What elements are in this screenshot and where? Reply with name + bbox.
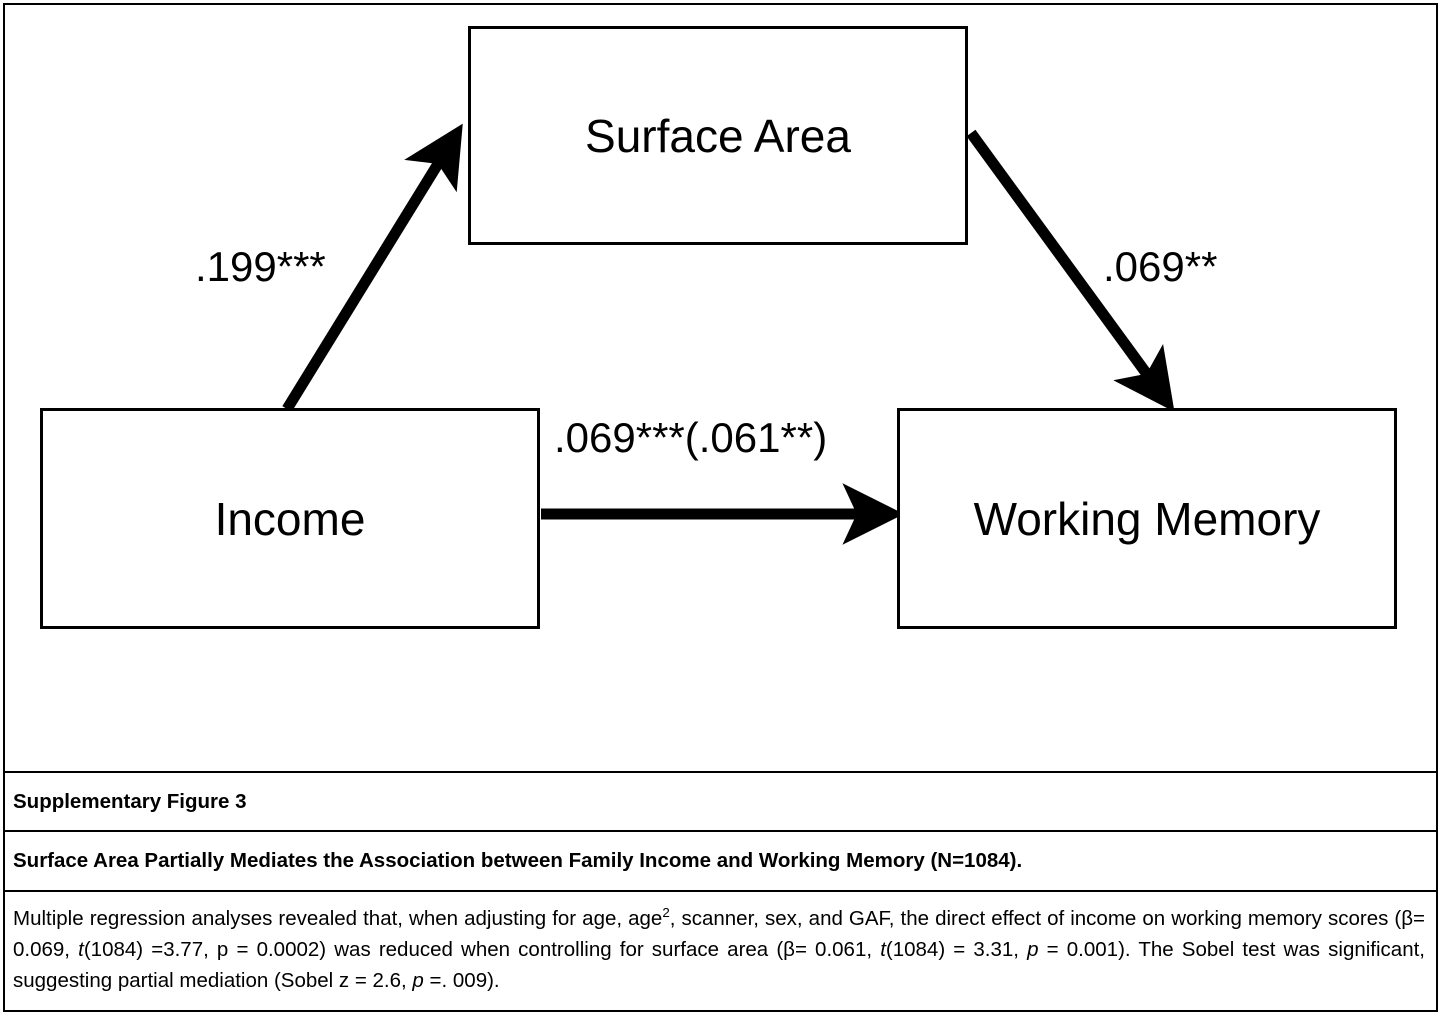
path-coefficient-income-to-surface-area: .199*** — [195, 243, 326, 290]
arrow-surface-area-to-working-memory — [966, 129, 1175, 412]
body-italic-p-1: p — [1027, 938, 1039, 961]
node-working-memory: Working Memory — [897, 408, 1397, 629]
body-superscript-2: 2 — [662, 905, 670, 921]
body-segment-2: , scanner, sex, and GAF, the direct effe… — [13, 907, 1426, 961]
figure-page: Surface Area Income Working Memory .199*… — [3, 3, 1438, 1012]
caption-row-figure-body: Multiple regression analyses revealed th… — [5, 890, 1436, 1010]
body-segment-3: (1084) =3.77, p = 0.0002) was reduced wh… — [83, 938, 881, 961]
caption-row-figure-number: Supplementary Figure 3 — [5, 771, 1436, 830]
figure-body-text: Multiple regression analyses revealed th… — [13, 903, 1425, 996]
figure-title-text: Surface Area Partially Mediates the Asso… — [13, 849, 1023, 872]
node-surface-area-label: Surface Area — [585, 109, 851, 162]
mediation-diagram: Surface Area Income Working Memory .199*… — [5, 5, 1436, 771]
figure-number-text: Supplementary Figure 3 — [13, 789, 247, 813]
body-italic-t-2: t — [880, 938, 886, 961]
path-coefficient-surface-area-to-working-memory: .069** — [1103, 243, 1218, 290]
path-coefficient-income-to-working-memory: .069***(.061**) — [554, 414, 828, 461]
diagram-arrows — [282, 123, 1175, 545]
node-income: Income — [40, 408, 540, 629]
body-segment-6: =. 009). — [423, 969, 500, 992]
arrow-income-to-surface-area — [282, 123, 463, 412]
body-segment-1: Multiple regression analyses revealed th… — [13, 907, 663, 930]
caption-row-figure-title: Surface Area Partially Mediates the Asso… — [5, 830, 1436, 890]
node-surface-area: Surface Area — [468, 26, 968, 245]
body-segment-5: = 0.001). The Sobel test was significant… — [13, 938, 1425, 992]
body-segment-4: (1084) = 3.31, — [885, 938, 1028, 961]
body-italic-p-2: p — [412, 969, 424, 992]
node-income-label: Income — [214, 492, 366, 545]
body-italic-t-1: t — [78, 938, 84, 961]
node-working-memory-label: Working Memory — [973, 492, 1321, 545]
